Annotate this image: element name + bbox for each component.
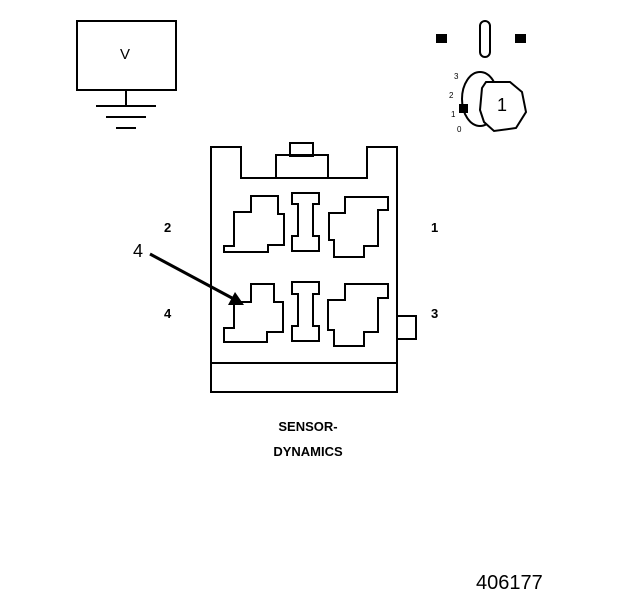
caption-line-2: DYNAMICS (273, 444, 343, 459)
pin-label-bottom-right: 3 (431, 306, 439, 321)
connector-bottom-band (210, 362, 398, 393)
key-head-icon (478, 81, 528, 133)
key-slot-icon (479, 20, 491, 58)
slot-left-icon (436, 34, 447, 43)
ignition-position-3: 3 (454, 72, 459, 81)
connector (210, 142, 417, 393)
terminal-3 (327, 283, 389, 347)
pin-label-top-left: 2 (164, 220, 172, 235)
ignition-position-0: 0 (457, 125, 462, 134)
callout-label: 4 (133, 241, 144, 261)
connector-housing (210, 146, 398, 364)
terminal-4 (223, 283, 284, 343)
caption-line-1: SENSOR- (278, 419, 338, 434)
terminal-2 (223, 195, 285, 253)
arrowhead-icon (228, 292, 244, 305)
connector-side-tab (396, 315, 417, 340)
terminal-center-bottom (291, 281, 320, 342)
terminal-center-top (291, 192, 320, 252)
ignition-switch (436, 20, 528, 133)
ignition-position-2: 2 (449, 91, 454, 100)
figure-number: 406177 (476, 572, 543, 594)
pin-label-bottom-left: 4 (164, 306, 172, 321)
ignition-key-number: 1 (497, 95, 508, 115)
terminal-1 (328, 196, 389, 258)
ignition-position-1: 1 (451, 110, 456, 119)
slot-right-icon (515, 34, 526, 43)
voltmeter-symbol: V (120, 46, 131, 63)
voltmeter (76, 20, 177, 129)
callout-arrow (149, 252, 244, 305)
ground-icon (96, 105, 156, 129)
position-marker-icon (459, 104, 468, 113)
pin-label-top-right: 1 (431, 220, 439, 235)
connector-top-tab (275, 154, 329, 179)
